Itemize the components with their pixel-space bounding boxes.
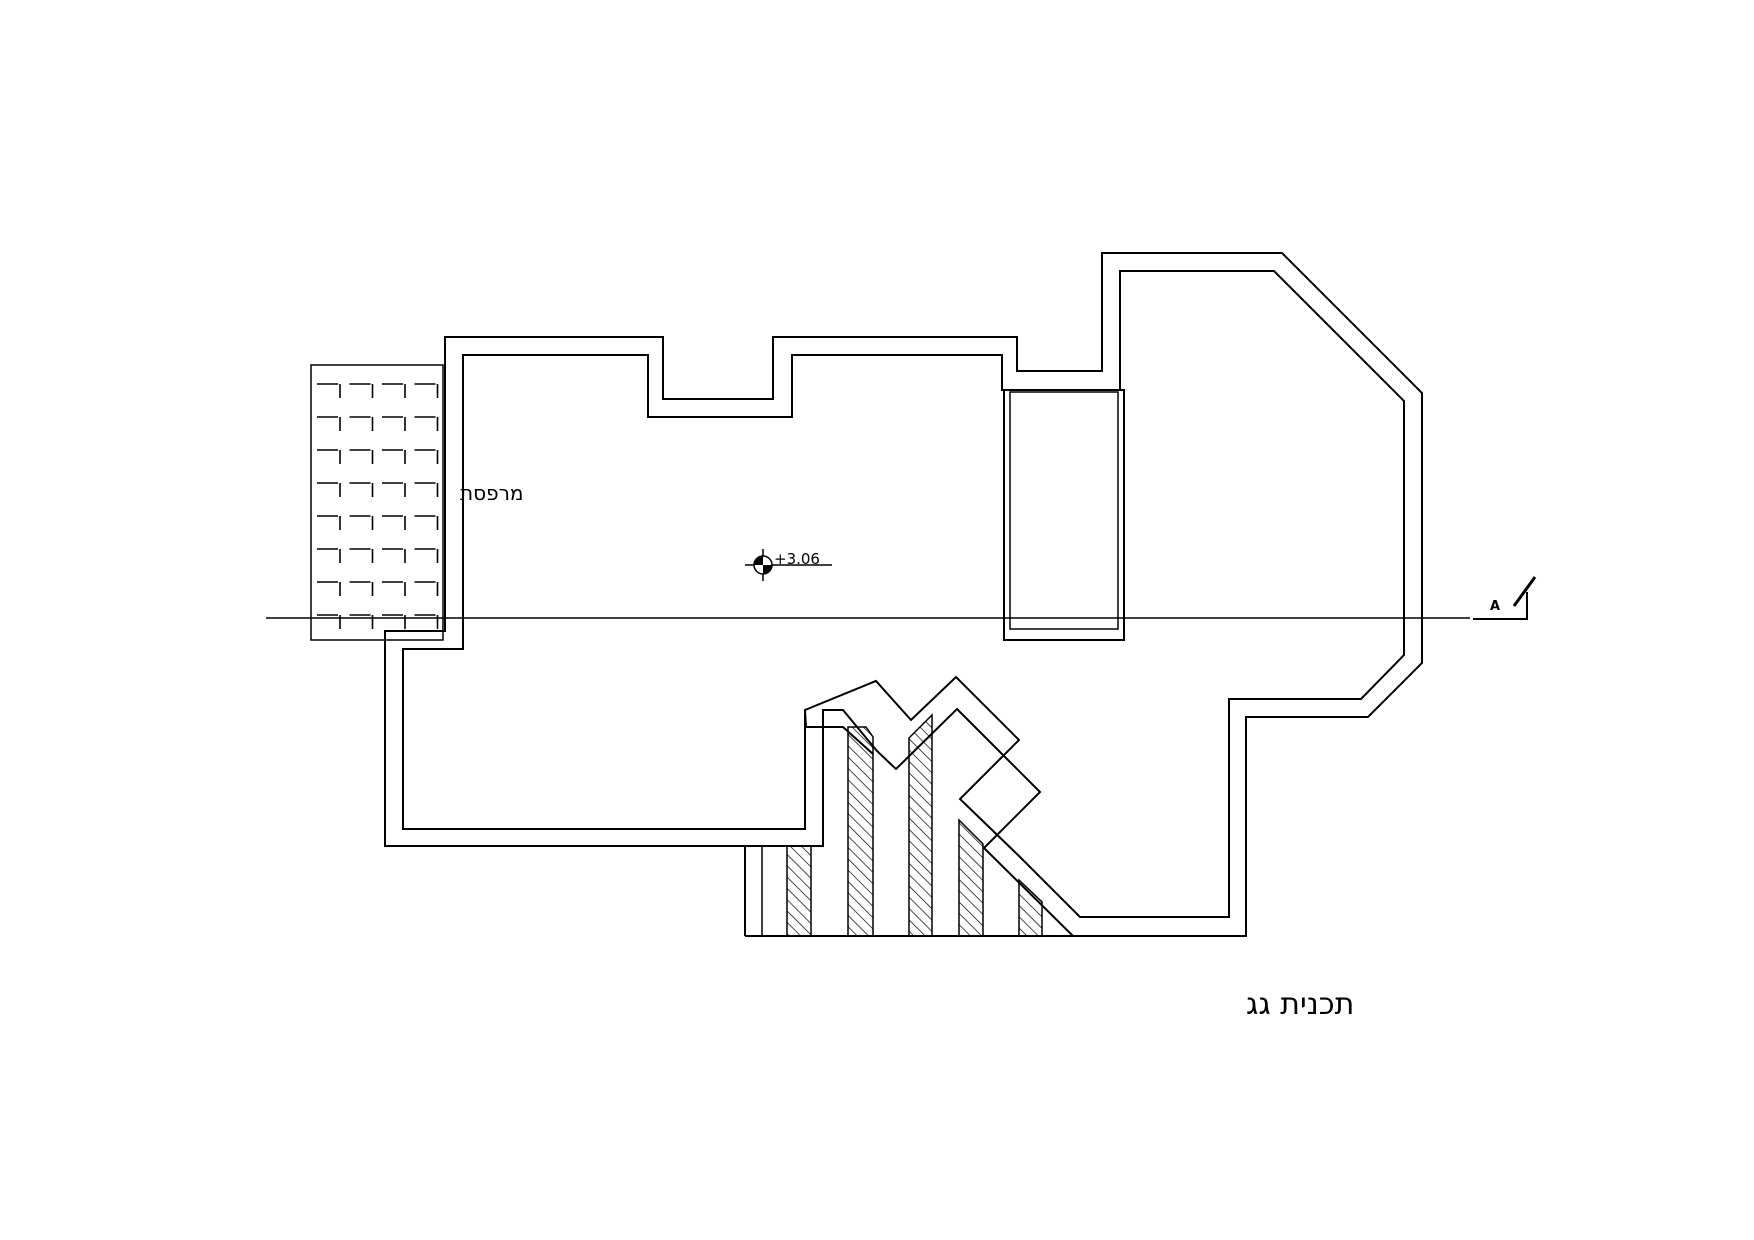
- elevation-value: +3.06: [774, 550, 820, 568]
- drawing-title: תכנית גג: [1246, 987, 1354, 1022]
- section-line: A: [266, 576, 1537, 620]
- pergola-strips: [744, 710, 1073, 937]
- skylight-opening: [1003, 389, 1125, 641]
- terrace-label: מרפסת: [460, 481, 524, 505]
- section-mark: A: [1490, 599, 1500, 614]
- terrace-tiles: [310, 364, 444, 641]
- inner-wall: [402, 270, 1405, 918]
- elevation-marker: +3.06: [745, 549, 832, 581]
